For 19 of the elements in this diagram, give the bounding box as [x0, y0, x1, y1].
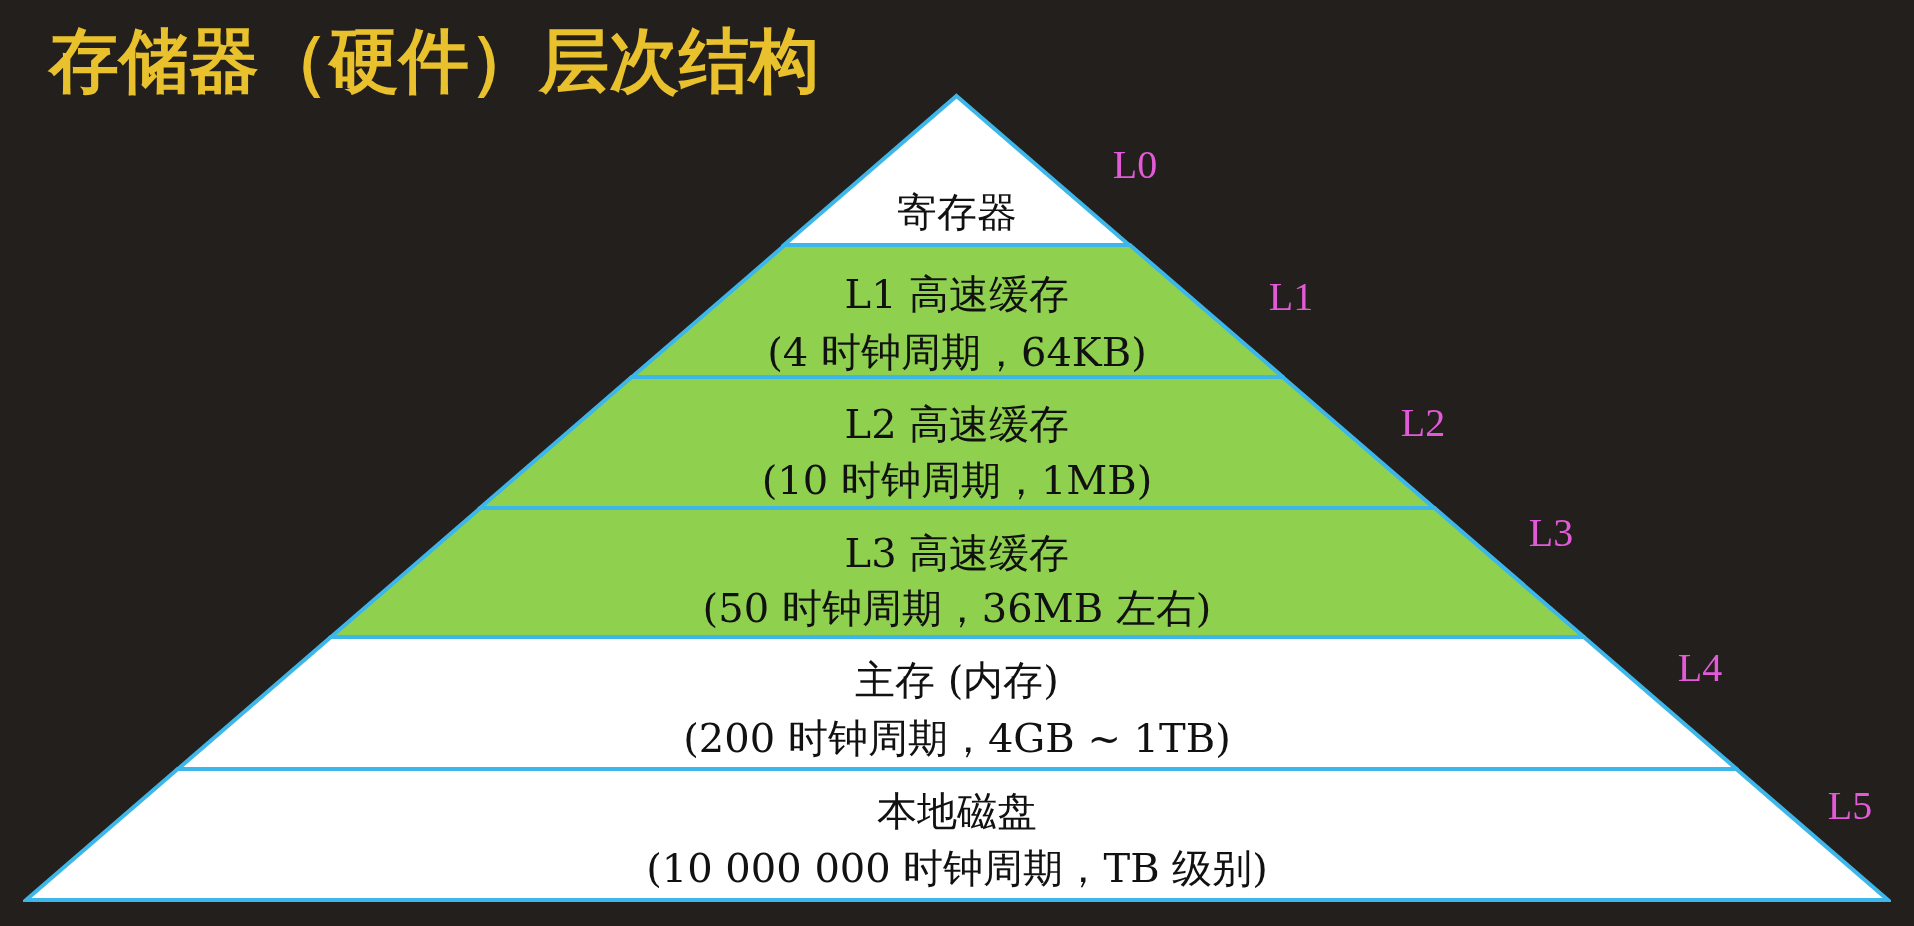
tier-detail: (10 000 000 时钟周期，TB 级别) [646, 846, 1268, 890]
tier-label: 主存 (内存) [855, 658, 1059, 702]
level-label: L4 [1677, 646, 1723, 690]
level-label: L5 [1827, 784, 1873, 828]
level-label: L2 [1400, 401, 1446, 445]
tier-label: L1 高速缓存 [844, 272, 1070, 316]
tier-detail: (50 时钟周期，36MB 左右) [702, 586, 1212, 630]
tier-detail: (10 时钟周期，1MB) [761, 458, 1153, 502]
tier-label: 寄存器 [897, 190, 1017, 234]
tier-detail: (4 时钟周期，64KB) [767, 330, 1147, 374]
tier-detail: (200 时钟周期，4GB ~ 1TB) [683, 716, 1231, 760]
tier-label: 本地磁盘 [877, 789, 1037, 833]
pyramid-tier [23, 766, 1891, 903]
level-label: L3 [1528, 511, 1574, 555]
title: 存储器（硬件）层次结构 [49, 22, 819, 99]
level-label: L0 [1112, 143, 1158, 187]
tier-label: L2 高速缓存 [844, 402, 1070, 446]
tier-label: L3 高速缓存 [844, 531, 1070, 575]
level-label: L1 [1268, 275, 1314, 319]
